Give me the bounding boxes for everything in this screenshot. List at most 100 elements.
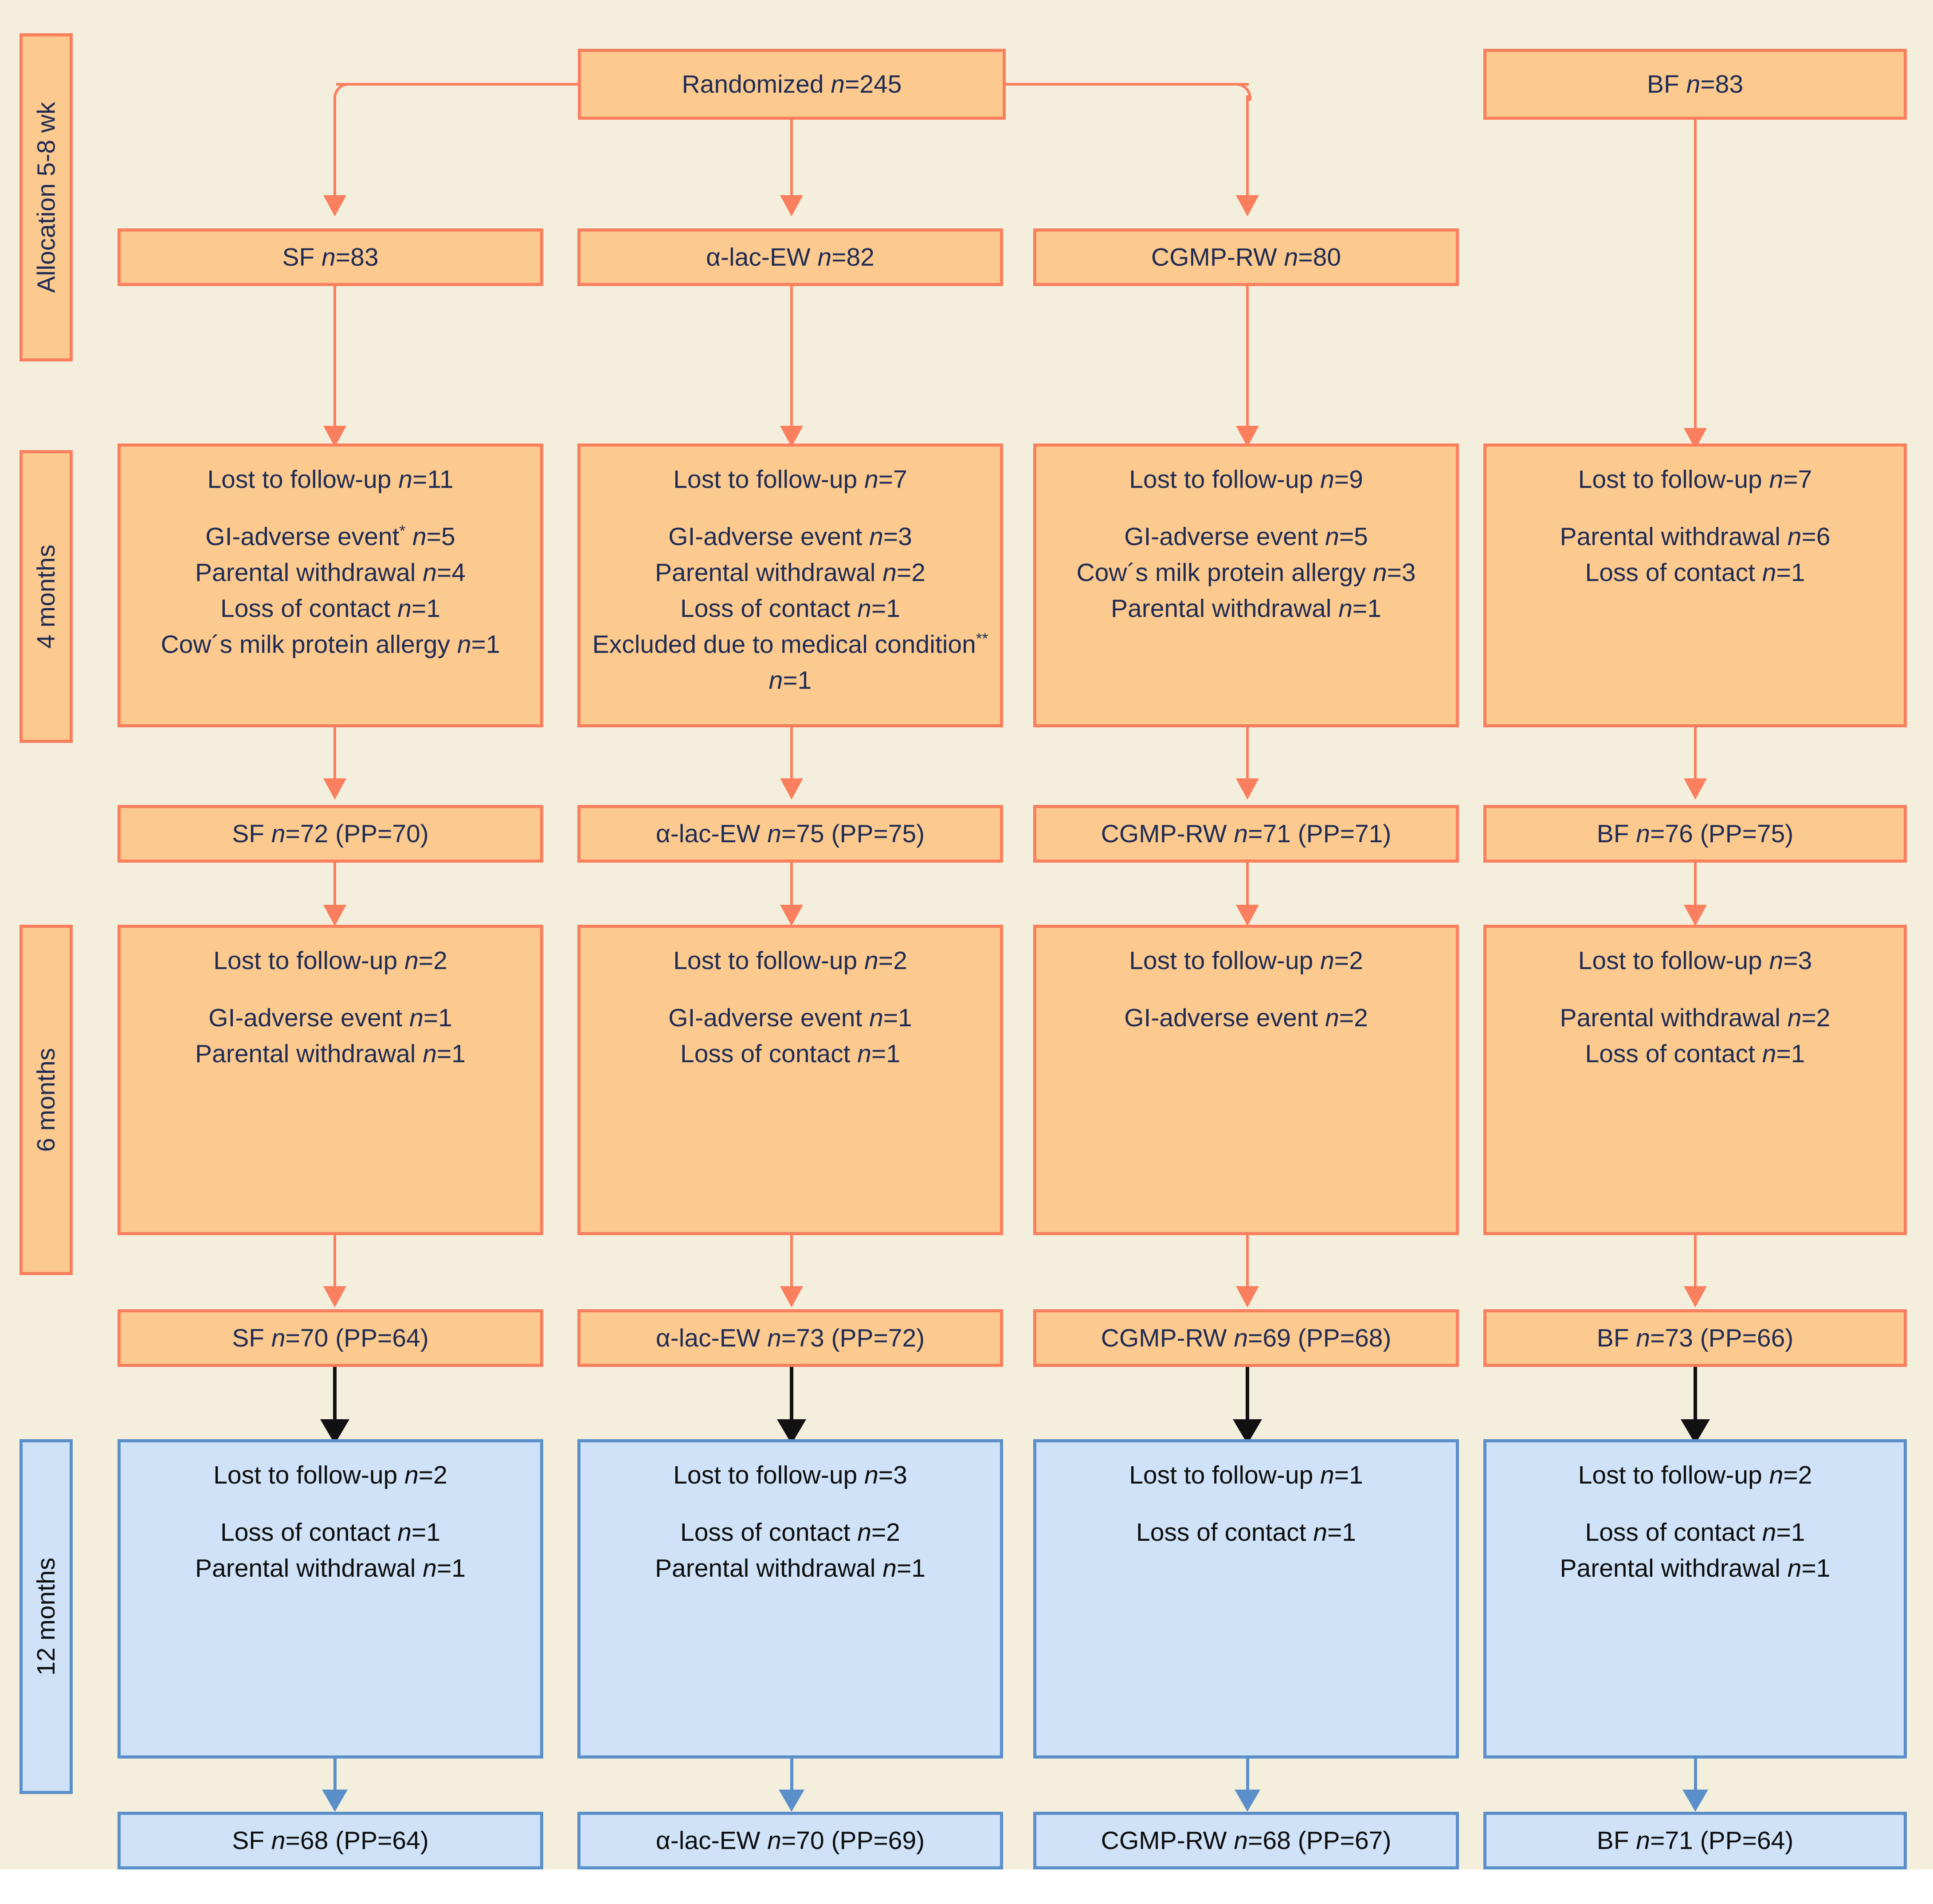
result-6m-bf-label: BF n=73 (PP=66) — [1596, 1323, 1794, 1352]
arrowhead-randomized-to-cgmp — [1236, 195, 1259, 216]
dropout-12m-cgmp-header: Lost to follow-up n=1 — [1129, 1461, 1363, 1489]
connector-result4m-bf-to-dropout6m — [1694, 863, 1697, 911]
connector-randomized-to-alac — [790, 120, 793, 202]
node-bf-baseline-label: BF n=83 — [1647, 70, 1744, 98]
node-allocation-sf: SF n=83 — [118, 228, 543, 286]
dropout-6m-sf-header: Lost to follow-up n=2 — [213, 946, 447, 975]
dropout-4m-sf-item-3: Cow´s milk protein allergy n=1 — [161, 630, 500, 659]
stage-label-6-months: 6 months — [20, 925, 73, 1275]
stage-label-4-months-text: 4 months — [32, 544, 60, 649]
result-6m-cgmp-label: CGMP-RW n=69 (PP=68) — [1101, 1323, 1392, 1352]
connector-dropout12m-bf-to-result — [1694, 1759, 1697, 1796]
dropout-12m-alac-item-0: Loss of contact n=2 — [680, 1518, 900, 1547]
connector-randomized-right-horizontal — [1006, 83, 1249, 86]
arrowhead-dropout4m-bf-to-result — [1684, 778, 1707, 800]
result-4m-alac-label: α-lac-EW n=75 (PP=75) — [655, 819, 925, 848]
result-4m-bf-label: BF n=76 (PP=75) — [1596, 819, 1794, 848]
connector-dropout4m-alac-to-result — [790, 727, 793, 785]
dropout-box-4m-sf: Lost to follow-up n=11 GI-adverse event*… — [118, 444, 543, 727]
result-box-4m-alac: α-lac-EW n=75 (PP=75) — [577, 805, 1003, 863]
result-4m-sf-label: SF n=72 (PP=70) — [232, 819, 429, 848]
result-box-12m-cgmp: CGMP-RW n=68 (PP=67) — [1033, 1812, 1459, 1869]
arrowhead-dropout12m-cgmp-to-result — [1235, 1790, 1260, 1812]
arrowhead-dropout12m-bf-to-result — [1682, 1790, 1708, 1812]
arrowhead-dropout4m-alac-to-result — [780, 778, 803, 800]
dropout-12m-bf-header: Lost to follow-up n=2 — [1578, 1461, 1812, 1489]
dropout-6m-bf-item-0: Parental withdrawal n=2 — [1560, 1004, 1831, 1032]
result-box-12m-sf: SF n=68 (PP=64) — [118, 1812, 543, 1869]
result-6m-sf-label: SF n=70 (PP=64) — [232, 1323, 429, 1352]
node-allocation-alac-label: α-lac-EW n=82 — [706, 243, 874, 271]
node-allocation-cgmp: CGMP-RW n=80 — [1033, 228, 1459, 286]
dropout-box-6m-sf: Lost to follow-up n=2 GI-adverse event n… — [118, 925, 543, 1235]
arrowhead-dropout12m-sf-to-result — [322, 1790, 348, 1812]
dropout-6m-alac-item-1: Loss of contact n=1 — [680, 1040, 900, 1068]
dropout-4m-alac-item-3: Excluded due to medical condition** n=1 — [592, 630, 988, 695]
dropout-12m-bf-item-1: Parental withdrawal n=1 — [1560, 1554, 1831, 1583]
dropout-box-6m-cgmp: Lost to follow-up n=2 GI-adverse event n… — [1033, 925, 1459, 1235]
dropout-6m-alac-header: Lost to follow-up n=2 — [673, 946, 907, 975]
connector-dropout6m-alac-to-result — [790, 1235, 793, 1293]
connector-dropout12m-sf-to-result — [333, 1759, 337, 1796]
connector-result6m-sf-to-dropout12m — [333, 1367, 337, 1429]
connector-randomized-left-horizontal — [336, 83, 579, 86]
dropout-12m-bf-item-0: Loss of contact n=1 — [1585, 1518, 1805, 1547]
dropout-4m-bf-item-0: Parental withdrawal n=6 — [1560, 522, 1831, 551]
dropout-box-4m-alac: Lost to follow-up n=7 GI-adverse event n… — [577, 444, 1003, 727]
node-randomized-label: Randomized n=245 — [682, 70, 902, 98]
result-12m-sf-label: SF n=68 (PP=64) — [232, 1826, 429, 1855]
connector-result6m-cgmp-to-dropout12m — [1246, 1367, 1249, 1429]
dropout-12m-sf-item-1: Parental withdrawal n=1 — [195, 1554, 466, 1583]
dropout-12m-cgmp-item-0: Loss of contact n=1 — [1136, 1518, 1356, 1547]
dropout-box-4m-bf: Lost to follow-up n=7 Parental withdrawa… — [1483, 444, 1907, 727]
dropout-6m-bf-item-1: Loss of contact n=1 — [1585, 1040, 1805, 1068]
connector-dropout12m-cgmp-to-result — [1246, 1759, 1249, 1796]
dropout-4m-sf-item-0: GI-adverse event* n=5 — [205, 522, 455, 551]
result-box-4m-bf: BF n=76 (PP=75) — [1483, 805, 1907, 863]
node-allocation-alac: α-lac-EW n=82 — [577, 228, 1003, 286]
arrowhead-dropout6m-sf-to-result — [323, 1286, 346, 1307]
dropout-4m-cgmp-item-0: GI-adverse event n=5 — [1124, 522, 1368, 551]
connector-dropout12m-alac-to-result — [790, 1759, 793, 1796]
dropout-box-12m-bf: Lost to follow-up n=2 Loss of contact n=… — [1483, 1439, 1907, 1759]
connector-dropout4m-cgmp-to-result — [1246, 727, 1249, 785]
stage-label-allocation: Allocation 5-8 wk — [20, 33, 73, 361]
arrowhead-dropout4m-sf-to-result — [323, 778, 346, 800]
dropout-6m-sf-item-0: GI-adverse event n=1 — [208, 1004, 452, 1032]
dropout-4m-cgmp-header: Lost to follow-up n=9 — [1129, 465, 1363, 494]
connector-result4m-alac-to-dropout6m — [790, 863, 793, 911]
connector-result6m-alac-to-dropout12m — [790, 1367, 793, 1429]
arrowhead-randomized-to-sf — [323, 195, 346, 216]
connector-result4m-sf-to-dropout6m — [333, 863, 336, 911]
arrowhead-result4m-sf-to-dropout6m — [323, 905, 346, 926]
dropout-4m-alac-item-1: Parental withdrawal n=2 — [655, 558, 925, 587]
node-randomized: Randomized n=245 — [578, 49, 1006, 120]
result-12m-bf-label: BF n=71 (PP=64) — [1596, 1826, 1794, 1855]
connector-result6m-bf-to-dropout12m — [1694, 1367, 1697, 1429]
dropout-4m-bf-header: Lost to follow-up n=7 — [1578, 465, 1812, 494]
connector-cgmp-alloc-to-dropout4m — [1246, 286, 1249, 430]
dropout-12m-sf-header: Lost to follow-up n=2 — [213, 1461, 447, 1489]
arrowhead-dropout4m-cgmp-to-result — [1236, 778, 1259, 800]
stage-label-12-months: 12 months — [20, 1439, 73, 1794]
connector-dropout4m-sf-to-result — [333, 727, 336, 785]
dropout-6m-cgmp-item-0: GI-adverse event n=2 — [1124, 1004, 1368, 1032]
result-box-12m-bf: BF n=71 (PP=64) — [1483, 1812, 1907, 1869]
arrowhead-dropout6m-cgmp-to-result — [1236, 1286, 1259, 1307]
node-bf-baseline: BF n=83 — [1483, 49, 1907, 120]
arrowhead-dropout6m-bf-to-result — [1684, 1286, 1707, 1307]
dropout-box-6m-bf: Lost to follow-up n=3 Parental withdrawa… — [1483, 925, 1907, 1235]
connector-dropout6m-sf-to-result — [333, 1235, 336, 1293]
dropout-4m-sf-item-2: Loss of contact n=1 — [220, 594, 440, 623]
arrowhead-result4m-alac-to-dropout6m — [780, 905, 803, 926]
stage-label-6-months-text: 6 months — [32, 1048, 60, 1152]
dropout-12m-sf-item-0: Loss of contact n=1 — [220, 1518, 440, 1547]
connector-dropout4m-bf-to-result — [1694, 727, 1697, 785]
arrowhead-result4m-bf-to-dropout6m — [1684, 905, 1707, 926]
dropout-4m-cgmp-item-1: Cow´s milk protein allergy n=3 — [1076, 558, 1416, 587]
dropout-box-6m-alac: Lost to follow-up n=2 GI-adverse event n… — [577, 925, 1003, 1235]
connector-randomized-to-cgmp — [1246, 95, 1249, 201]
connector-result4m-cgmp-to-dropout6m — [1246, 863, 1249, 911]
dropout-4m-cgmp-item-2: Parental withdrawal n=1 — [1111, 594, 1381, 623]
